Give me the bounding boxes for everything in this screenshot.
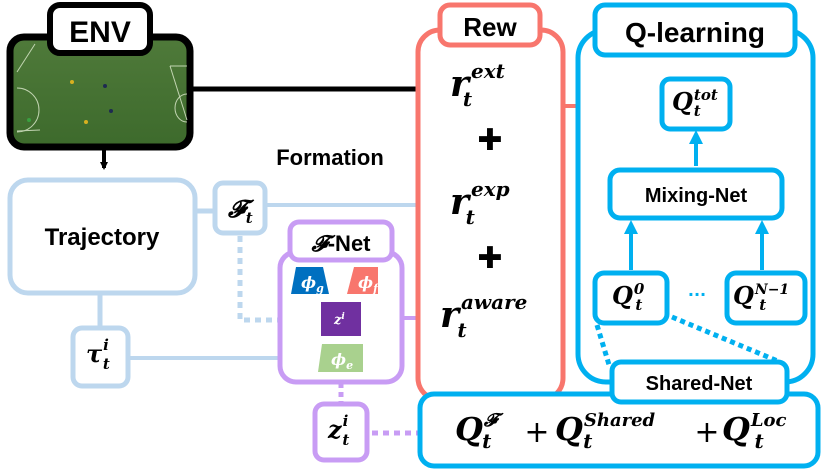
ellipsis: ··· [688,285,706,304]
formation-label: Formation [276,145,384,170]
env-label: ENV [69,16,131,49]
phi-g-block: ϕg [291,267,329,295]
plus-1: ✚ [477,123,502,158]
phi-e-block: ϕe [318,344,363,372]
soccer-field-image [16,43,188,133]
trajectory-box: Trajectory [7,177,198,296]
fnet-box: 𝓕-Net ϕg ϕf zi ϕe [277,219,405,385]
players [27,80,113,124]
ft-symbol: 𝓕t [227,194,255,227]
svg-text:ϕg: ϕg [301,273,324,295]
reward-title: Rew [463,12,517,42]
fnet-title: 𝓕-Net [310,231,371,257]
qlearning-title: Q-learning [625,17,765,48]
q0-box [592,270,670,326]
svg-text:ϕf: ϕf [358,273,380,295]
trajectory-label: Trajectory [45,224,160,251]
qn-shared-dotted-line [671,314,781,365]
plus-q1: + [524,415,549,450]
plus-q2: + [694,415,719,450]
phi-f-block: ϕf [347,267,380,295]
formation-ft-box: 𝓕t [212,180,268,236]
mixing-net-box [607,167,785,221]
qn-box [724,270,808,326]
shared-net-box [609,359,790,405]
q0-shared-dotted-line [594,324,613,369]
formation-to-z-dotted-arrow [237,236,310,328]
svg-text:zi: zi [333,312,345,328]
env-box: ENV [6,2,194,151]
mixing-net-label: Mixing-Net [645,185,748,207]
plus-2: ✚ [477,241,502,276]
svg-text:ϕe: ϕe [331,350,353,372]
qtot-box [659,76,733,132]
shared-net-label: Shared-Net [646,373,753,395]
z-embedding-block: zi [321,302,361,336]
